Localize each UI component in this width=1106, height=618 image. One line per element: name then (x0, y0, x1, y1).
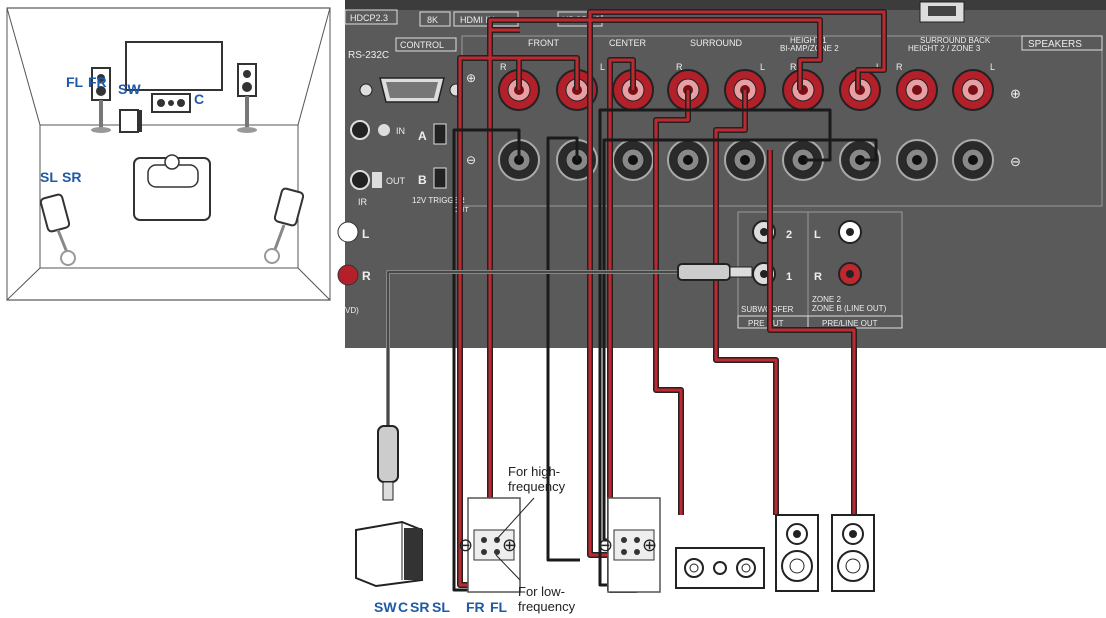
room-label-fl: FL (66, 74, 84, 90)
label-fr: FR (466, 599, 485, 615)
hdcp-label-a: HDCP2.3 (350, 13, 388, 23)
preline-out-label: PRE/LINE OUT (822, 319, 878, 328)
speaker-terminal-plus[interactable] (952, 69, 994, 111)
high-freq-label-2: frequency (508, 479, 566, 494)
control-label: CONTROL (400, 40, 444, 50)
surround-label: SURROUND (690, 38, 743, 48)
front-left-terminal-plate: ⊖ ⊕ (458, 497, 521, 593)
trigger-label: 12V TRIGGER (412, 196, 465, 205)
room-label-c: C (194, 91, 204, 107)
partial-r-label: R (362, 269, 371, 283)
room-center-speaker-icon (151, 93, 191, 113)
speaker-labels: SW C SR SL FR FL (374, 599, 508, 615)
sub-cable-plug (677, 263, 731, 281)
ir-jacks: IN OUT IR A B 12V TRIGGER OUT (350, 120, 470, 214)
speaker-terminal-minus[interactable] (896, 139, 938, 181)
minus-right-label: ⊖ (1010, 154, 1021, 169)
fr-plus-label: ⊕ (642, 535, 657, 555)
speakers-label: SPEAKERS (1028, 39, 1082, 50)
fl-plus-label: ⊕ (502, 535, 517, 555)
ir-in-label: IN (396, 126, 405, 136)
speaker-terminal-minus[interactable] (612, 139, 654, 181)
preout-1-label: 1 (786, 271, 792, 283)
front-label: FRONT (528, 38, 559, 48)
partial-l-label: L (362, 227, 369, 241)
height2-zone3-label: HEIGHT 2 / ZONE 3 (908, 44, 981, 53)
center-speaker-icon (675, 547, 765, 589)
speaker-terminal-minus[interactable] (667, 139, 709, 181)
surround-speaker-right-icon (264, 187, 305, 264)
fl-minus-label: ⊖ (458, 535, 473, 555)
front-speaker-right-icon (237, 63, 257, 133)
room-subwoofer-icon (119, 109, 142, 133)
zoneb-label: ZONE B (LINE OUT) (812, 304, 887, 313)
center-label: CENTER (609, 38, 647, 48)
hdmi-in-label: HDMI IN (460, 15, 495, 25)
bottom-speakers: ⊖ ⊕ ⊖ ⊕ (355, 497, 875, 593)
zone2-label: ZONE 2 (812, 295, 841, 304)
room-label-sl: SL (40, 169, 58, 185)
pre-out-label: PRE OUT (748, 319, 784, 328)
plus-left-label: ⊕ (466, 71, 476, 85)
biamp-zone2-label: BI-AMP/ZONE 2 (780, 44, 839, 53)
label-8k: 8K (427, 15, 438, 25)
trigger-a-label: A (418, 129, 427, 143)
ir-out-label: OUT (386, 176, 406, 186)
label-sl: SL (432, 599, 450, 615)
high-freq-label-1: For high- (508, 464, 560, 479)
rs232c-label: RS-232C (348, 50, 389, 61)
speaker-terminal-minus[interactable] (782, 139, 824, 181)
surround-left-speaker-icon (775, 514, 819, 592)
front-l-label: L (600, 62, 605, 72)
zone-l-label: L (814, 229, 821, 241)
label-fl: FL (490, 599, 508, 615)
trigger-b-label: B (418, 173, 427, 187)
low-freq-label-1: For low- (518, 584, 565, 599)
label-sw: SW (374, 599, 397, 615)
speaker-terminal-minus[interactable] (952, 139, 994, 181)
back-l-label: L (990, 62, 995, 72)
front-r-label: R (500, 62, 507, 72)
surround-back-label: SURROUND BACK (920, 36, 991, 45)
sofa-icon (133, 154, 211, 221)
label-sr: SR (410, 599, 429, 615)
surround-l-label: L (760, 62, 765, 72)
room-layout: FL FR SW C SL SR (6, 7, 331, 302)
subwoofer-icon (355, 520, 423, 588)
sub-cable-plug-bottom (377, 425, 399, 483)
back-r-label: R (896, 62, 903, 72)
room-label-sr: SR (62, 169, 81, 185)
front-speaker-left-icon (91, 67, 111, 133)
label-c: C (398, 599, 408, 615)
callouts: For high- frequency For low- frequency (495, 464, 576, 614)
ir-label: IR (358, 197, 368, 207)
speaker-terminal-minus[interactable] (724, 139, 766, 181)
preout-2-label: 2 (786, 229, 792, 241)
zone-r-label: R (814, 271, 822, 283)
room-label-sw: SW (118, 81, 141, 97)
height1-label: HEIGHT 1 (790, 36, 827, 45)
speaker-terminal-plus[interactable] (896, 69, 938, 111)
surround-r-label: R (676, 62, 683, 72)
front-right-terminal-plate: ⊖ ⊕ (598, 497, 661, 593)
surround-speaker-left-icon (39, 193, 76, 266)
room-label-fr: FR (88, 74, 107, 90)
surround-right-speaker-icon (831, 514, 875, 592)
tv-icon (125, 41, 223, 91)
receiver-rear-panel: HDCP2.3 8K HDMI IN HDCP2.3 RS-232C CONTR… (337, 0, 1106, 348)
dvd-partial-label: VD) (345, 306, 359, 315)
fr-minus-label: ⊖ (598, 535, 613, 555)
minus-left-label: ⊖ (466, 153, 476, 167)
height-r-label: R (790, 62, 797, 72)
low-freq-label-2: frequency (518, 599, 576, 614)
plus-right-label: ⊕ (1010, 86, 1021, 101)
rs232c-port[interactable] (359, 77, 463, 103)
